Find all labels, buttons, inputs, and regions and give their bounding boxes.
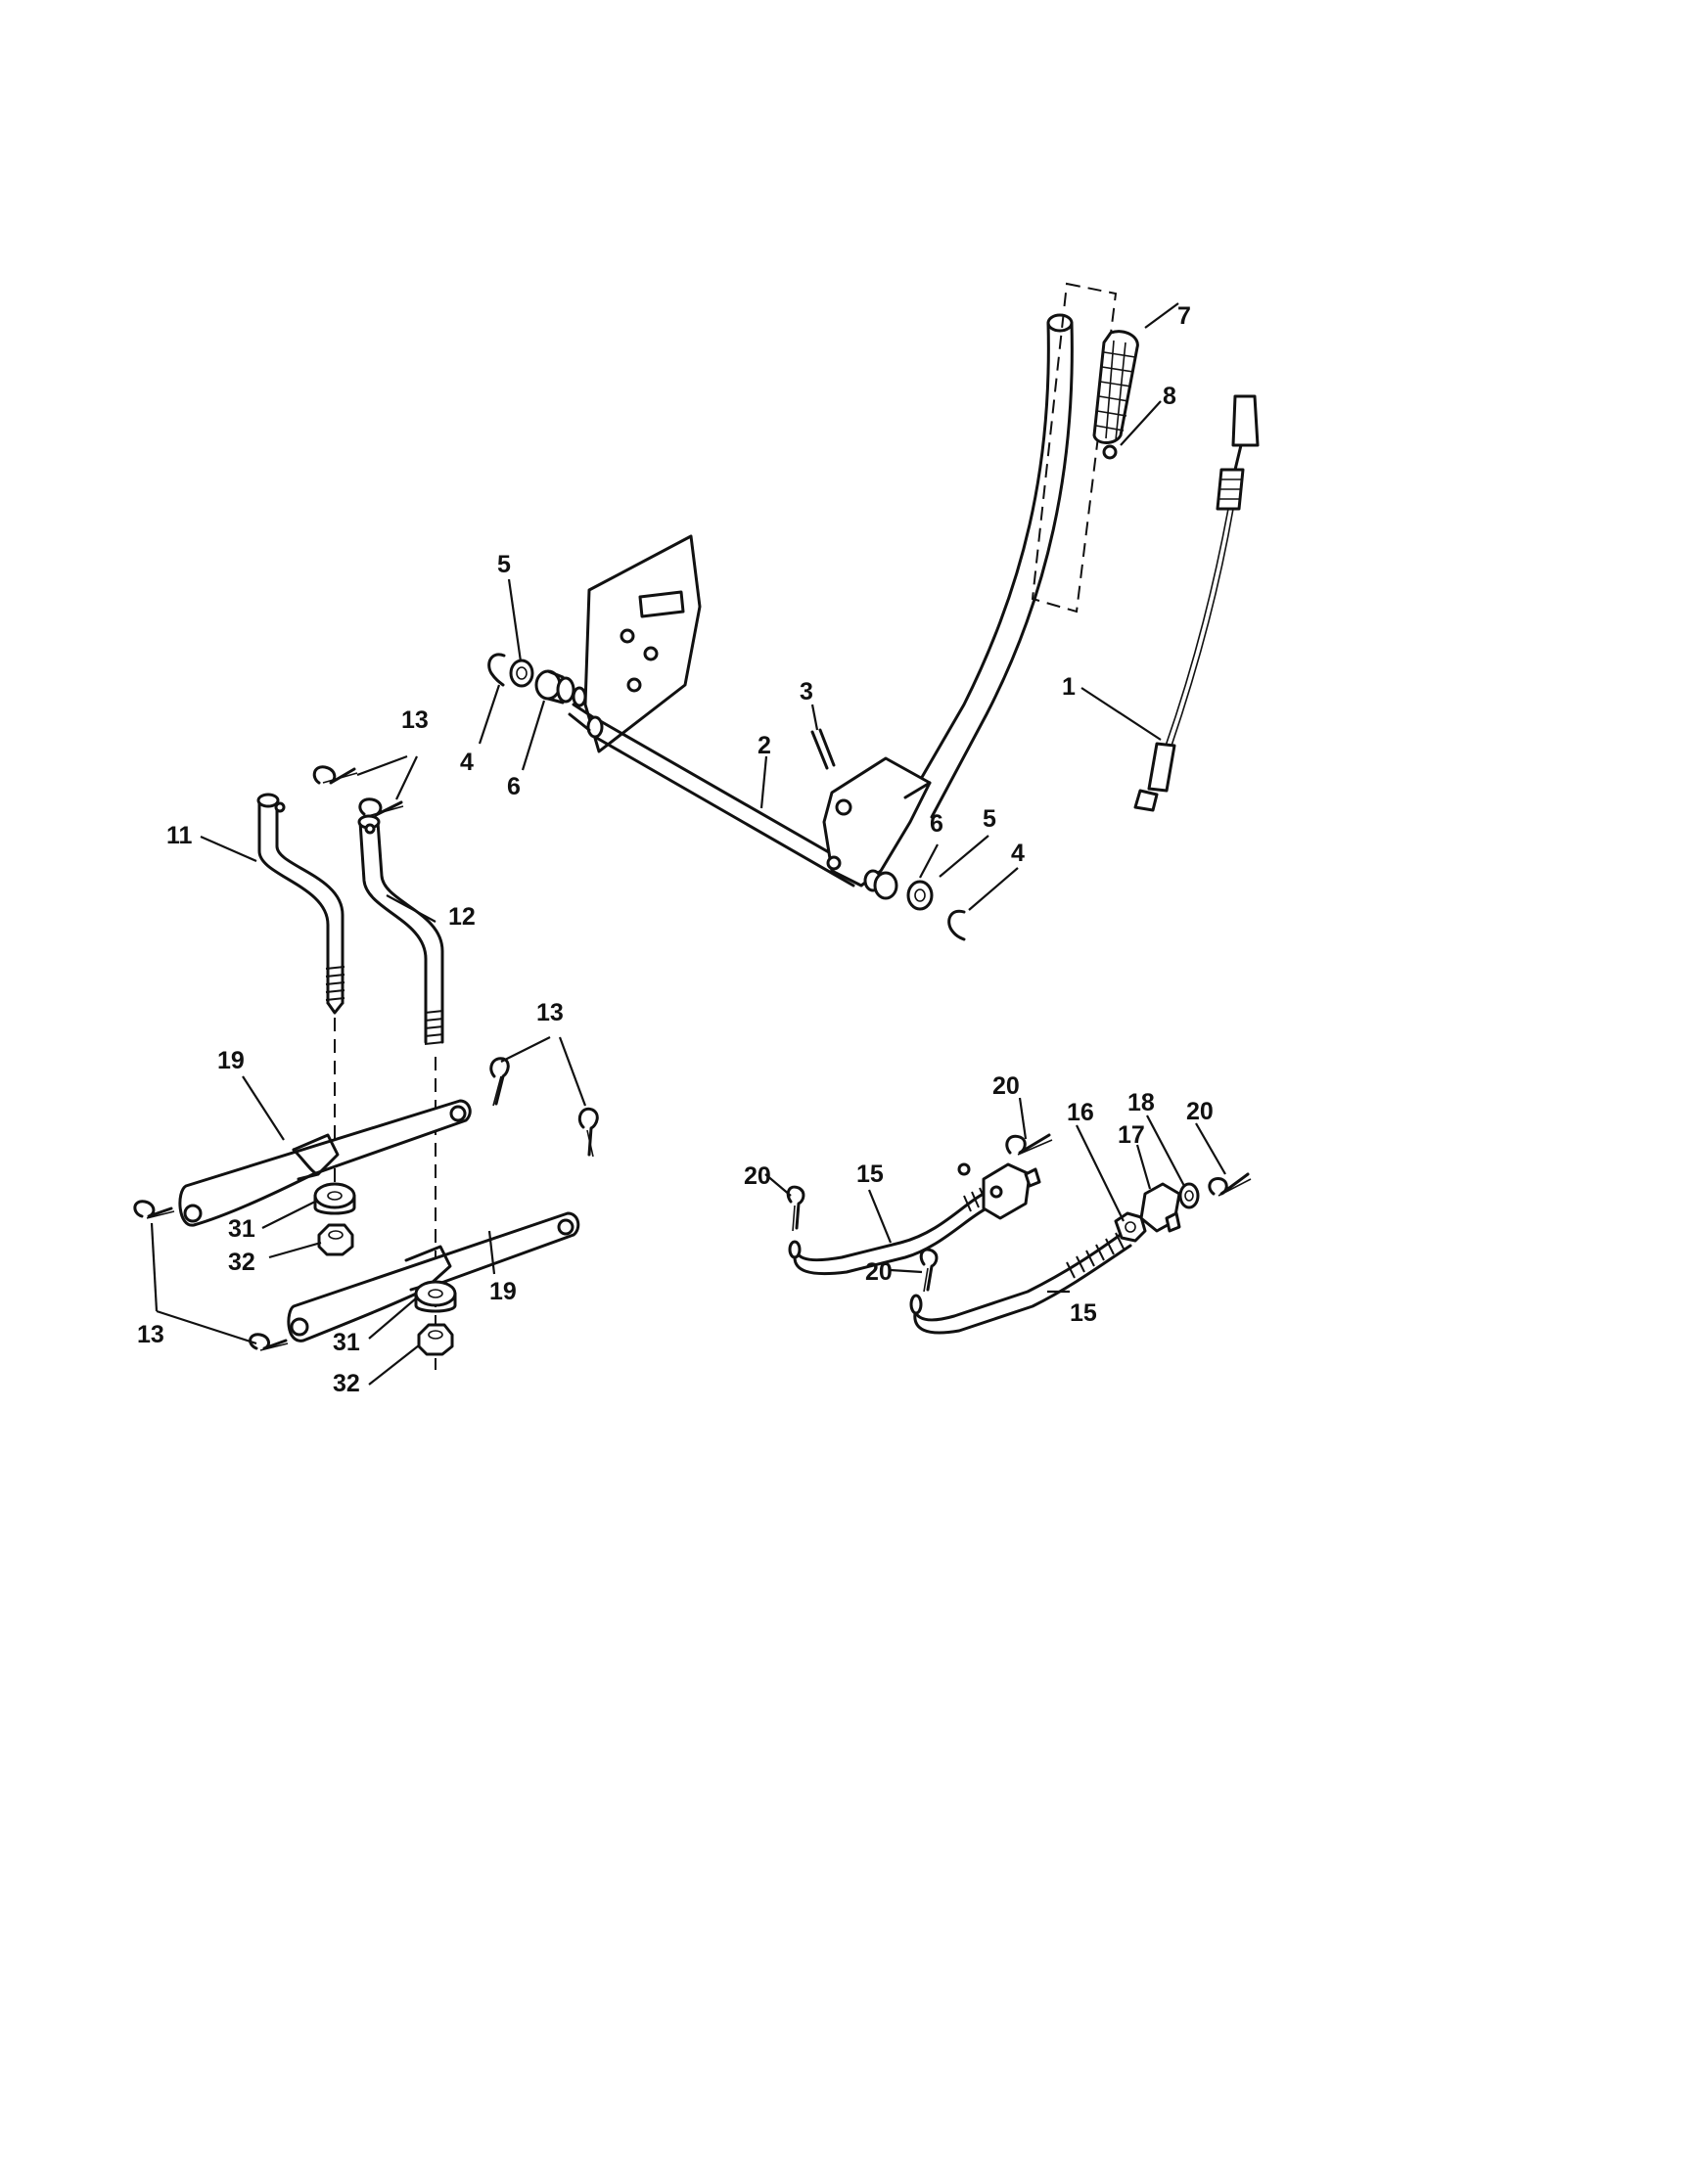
cross-shaft xyxy=(568,703,863,887)
callout-31-lower: 31 xyxy=(333,1329,360,1356)
callout-19-upper: 19 xyxy=(217,1047,245,1074)
adjustment-rod-lower xyxy=(909,1229,1132,1335)
callout-20-top: 20 xyxy=(992,1072,1020,1100)
hairpin-clip-top-1 xyxy=(312,765,358,785)
hairpin-clip-20-mid xyxy=(919,1248,939,1293)
callout-1: 1 xyxy=(1062,673,1076,701)
callout-32-lower: 32 xyxy=(333,1370,360,1397)
callout-13-top: 13 xyxy=(401,706,429,734)
hairpin-clip-left-1 xyxy=(133,1200,175,1219)
callout-7: 7 xyxy=(1177,302,1191,330)
nut-lower xyxy=(417,1323,454,1356)
callout-12: 12 xyxy=(448,903,476,931)
callout-20-mid: 20 xyxy=(865,1258,893,1286)
adjuster-trunnion xyxy=(1139,1182,1181,1233)
spring-washer-upper xyxy=(313,1182,356,1215)
callout-20-right: 20 xyxy=(1186,1098,1214,1125)
callout-4-left: 4 xyxy=(460,749,474,776)
handle-extension-outline xyxy=(1031,282,1118,614)
callout-15-upper: 15 xyxy=(856,1160,884,1188)
e-clip-left xyxy=(487,653,506,687)
callout-13-left: 13 xyxy=(137,1321,164,1348)
lift-link-12 xyxy=(357,814,444,1045)
callout-20-left: 20 xyxy=(744,1162,771,1190)
callout-32-upper: 32 xyxy=(228,1249,255,1276)
washer-left xyxy=(509,659,534,688)
hand-grip xyxy=(1092,330,1139,444)
callout-3: 3 xyxy=(800,678,813,705)
hairpin-clip-20-right xyxy=(1208,1172,1252,1197)
callout-4-right: 4 xyxy=(1011,840,1025,867)
hairpin-clip-20-left xyxy=(786,1185,805,1232)
callout-18: 18 xyxy=(1127,1089,1155,1116)
callout-17: 17 xyxy=(1118,1121,1145,1149)
callout-13-mid: 13 xyxy=(536,999,564,1026)
bushing-right xyxy=(863,869,898,900)
callout-31-upper: 31 xyxy=(228,1215,255,1243)
callout-5-right: 5 xyxy=(983,805,996,833)
mounting-plate xyxy=(583,534,702,753)
callout-19-lower: 19 xyxy=(489,1278,517,1305)
lift-cable xyxy=(1133,394,1260,812)
callout-11: 11 xyxy=(166,822,193,849)
adjustment-rod-upper xyxy=(788,1187,988,1276)
roll-pin xyxy=(810,730,829,770)
callout-5-left: 5 xyxy=(497,551,511,578)
trunnion-block xyxy=(957,1162,1041,1220)
callout-16: 16 xyxy=(1067,1099,1094,1126)
callout-6-left: 6 xyxy=(507,773,521,800)
lift-handle xyxy=(908,313,1074,819)
e-clip-right xyxy=(947,909,966,941)
callout-15-lower: 15 xyxy=(1070,1299,1097,1327)
callout-labels: 7 8 1 5 3 2 4 6 13 11 12 6 5 4 13 19 31 … xyxy=(137,302,1214,1397)
nut-upper xyxy=(317,1223,354,1256)
leader-lines xyxy=(150,302,1226,1386)
lift-arm-lower xyxy=(287,1211,580,1342)
handle-bracket xyxy=(822,756,932,887)
hairpin-clip-20-top xyxy=(1005,1133,1053,1156)
washer-right xyxy=(906,880,934,911)
hairpin-clip-mid-1 xyxy=(489,1057,510,1107)
callout-6-right: 6 xyxy=(930,810,943,838)
callout-8: 8 xyxy=(1163,383,1176,410)
adjuster-bushing xyxy=(1178,1182,1200,1209)
hairpin-clip-mid-2 xyxy=(577,1107,599,1158)
hairpin-clip-left-2 xyxy=(249,1333,289,1351)
spring-washer-lower xyxy=(414,1280,457,1313)
hairpin-clip-top-2 xyxy=(358,797,404,817)
lift-link-11 xyxy=(256,793,345,1015)
grip-fastener xyxy=(1102,444,1118,460)
bushing-left xyxy=(534,669,587,707)
callout-2: 2 xyxy=(758,732,771,759)
lift-arm-upper xyxy=(178,1099,472,1227)
